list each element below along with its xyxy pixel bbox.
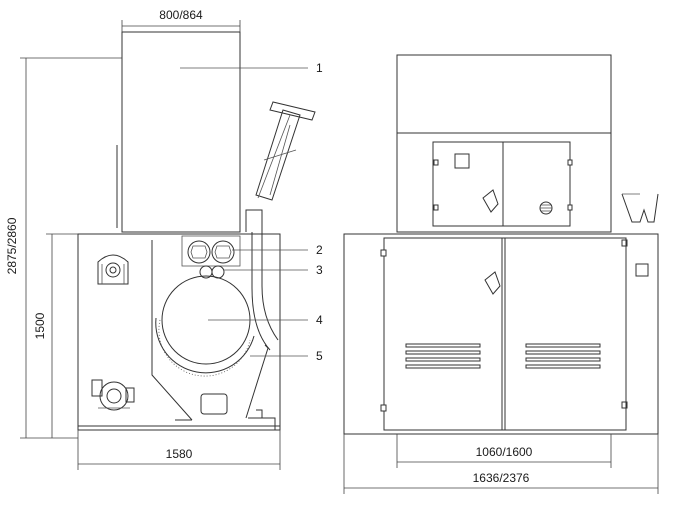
door-handle-icon xyxy=(484,271,501,295)
callout-4: 4 xyxy=(316,313,323,327)
outer-frame xyxy=(343,233,659,435)
callouts: 1 2 3 4 5 xyxy=(180,61,323,363)
dim-base-height: 1500 xyxy=(33,312,47,339)
dim-inner-width: 1060/1600 xyxy=(476,445,533,459)
panel-handle-icon xyxy=(482,189,499,213)
front-dimensions: 1060/1600 1636/2376 xyxy=(343,434,659,494)
top-housing xyxy=(396,54,612,134)
front-view xyxy=(343,54,659,435)
left-vents xyxy=(405,343,481,369)
dim-total-height: 2875/2860 xyxy=(5,217,19,274)
callout-5: 5 xyxy=(316,349,323,363)
hopper-box xyxy=(121,31,241,233)
left-chute xyxy=(151,240,193,421)
fan-motor xyxy=(91,379,135,411)
chute-top-view xyxy=(621,193,659,223)
right-vents xyxy=(525,343,601,369)
panel-window xyxy=(454,153,470,169)
side-dimensions: 800/864 2875/2860 1500 1580 xyxy=(5,8,281,470)
dim-top-width: 800/864 xyxy=(159,8,203,22)
machine-body xyxy=(77,233,281,431)
feed-rollers xyxy=(181,235,241,267)
dim-total-width: 1636/2376 xyxy=(473,471,530,485)
main-drum xyxy=(155,275,255,377)
control-box xyxy=(396,132,612,233)
dim-side-width: 1580 xyxy=(166,447,193,461)
top-motor xyxy=(97,254,129,285)
side-view xyxy=(77,31,316,431)
callout-2: 2 xyxy=(316,243,323,257)
side-window xyxy=(635,263,649,277)
suction-pipe xyxy=(245,101,316,351)
callout-3: 3 xyxy=(316,263,323,277)
callout-1: 1 xyxy=(316,61,323,75)
control-panel xyxy=(432,141,571,227)
access-hatch xyxy=(200,393,228,415)
